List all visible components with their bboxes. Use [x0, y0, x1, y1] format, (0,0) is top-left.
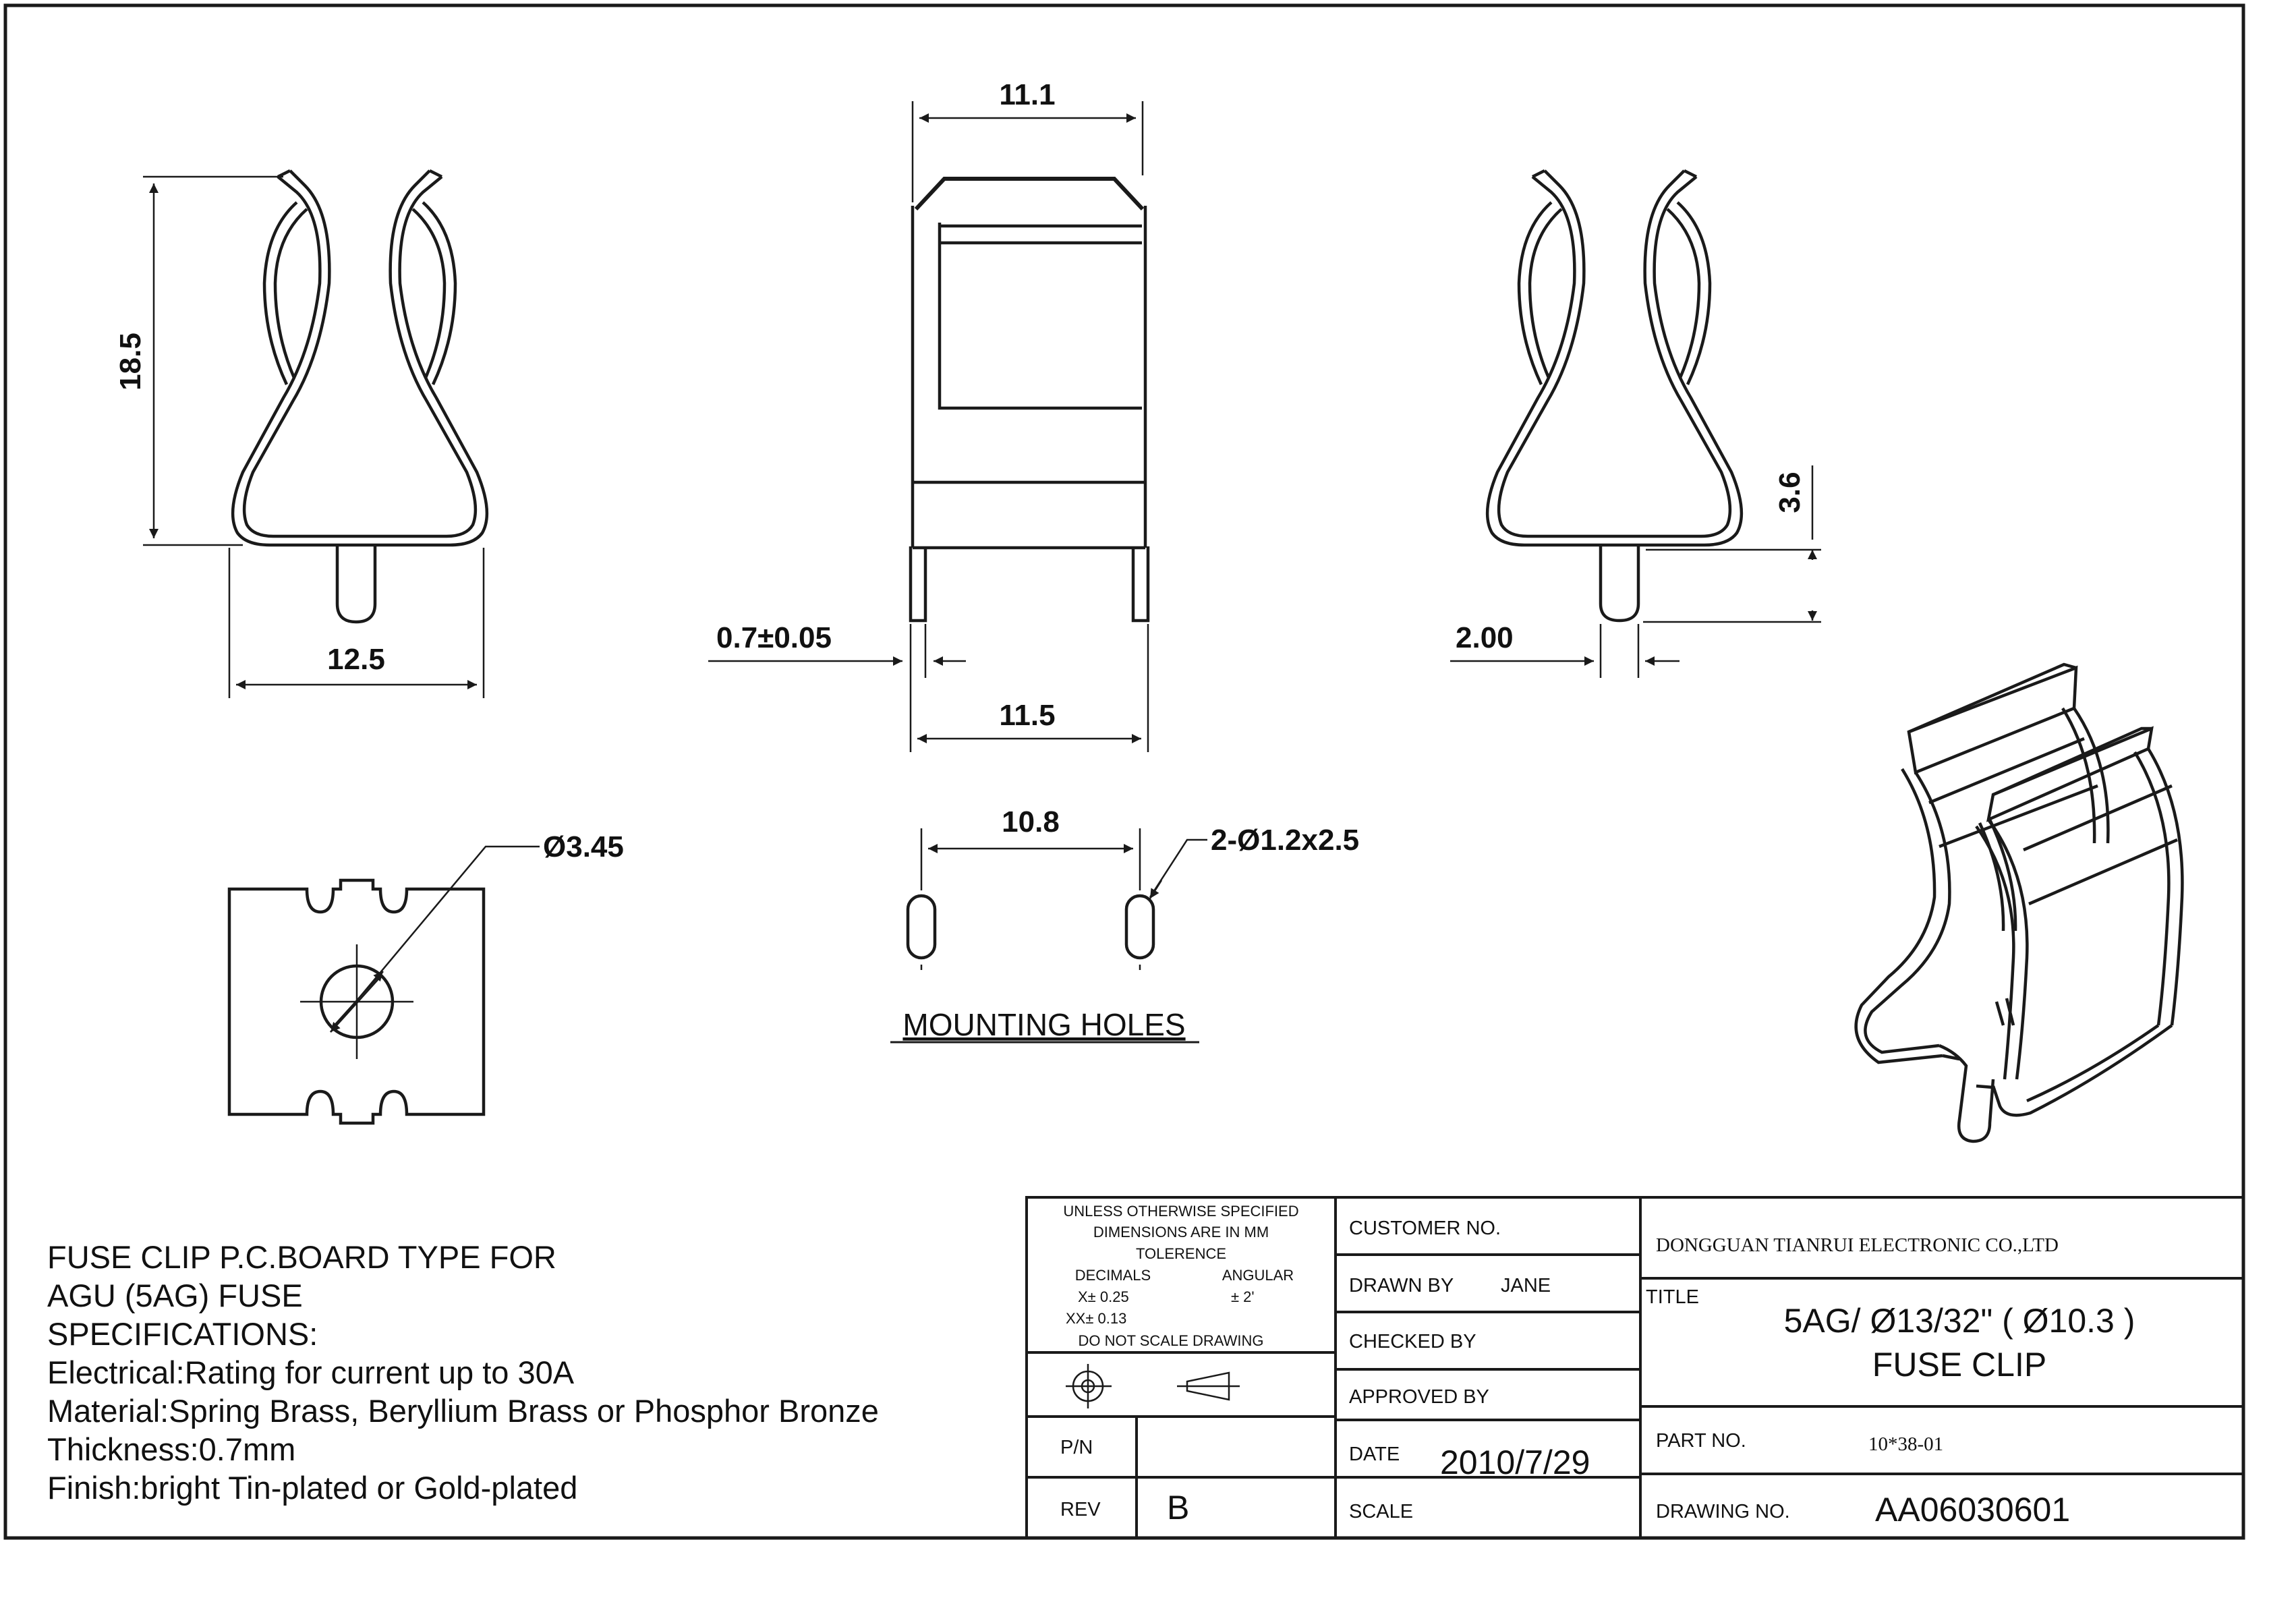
dim-hole-diameter: Ø3.45	[543, 830, 624, 863]
spec-line-3: SPECIFICATIONS:	[47, 1316, 318, 1352]
pn-label: P/N	[1060, 1437, 1093, 1458]
spec-line-6: Thickness:0.7mm	[47, 1431, 295, 1467]
xx-tolerance: XX± 0.13	[1066, 1310, 1126, 1327]
company-name: DONGGUAN TIANRUI ELECTRONIC CO.,LTD	[1656, 1234, 2059, 1256]
specifications: FUSE CLIP P.C.BOARD TYPE FOR AGU (5AG) F…	[47, 1239, 879, 1506]
mounting-holes-dims	[920, 828, 1207, 970]
spec-line-2: AGU (5AG) FUSE	[47, 1278, 303, 1313]
dim-hole-spacing: 10.8	[1002, 805, 1060, 838]
scale-label: SCALE	[1349, 1501, 1413, 1522]
spec-line-1: FUSE CLIP P.C.BOARD TYPE FOR	[47, 1239, 556, 1275]
checked-by-label: CHECKED BY	[1349, 1331, 1476, 1352]
title-line-1: 5AG/ Ø13/32" ( Ø10.3 )	[1784, 1302, 2135, 1340]
isometric-view	[1854, 662, 2184, 1143]
drawn-by-value: JANE	[1501, 1275, 1551, 1296]
date-label: DATE	[1349, 1444, 1400, 1465]
mounting-holes-label: MOUNTING HOLES	[902, 1007, 1185, 1042]
approved-by-label: APPROVED BY	[1349, 1386, 1489, 1408]
mounting-holes	[906, 894, 1155, 960]
end-view	[1485, 169, 1744, 623]
dim-overall-width: 11.5	[999, 699, 1055, 732]
tolerance-note-3: TOLERENCE	[1136, 1245, 1226, 1262]
tolerance-note-2: DIMENSIONS ARE IN MM	[1093, 1224, 1269, 1240]
projection-symbol	[1066, 1364, 1240, 1408]
tolerance-note-1: UNLESS OTHERWISE SPECIFIED	[1063, 1203, 1298, 1220]
title-block	[1025, 1196, 2245, 1539]
customer-label: CUSTOMER NO.	[1349, 1218, 1501, 1239]
dim-front-height: 18.5	[114, 333, 147, 391]
x-tolerance: X± 0.25	[1078, 1288, 1129, 1305]
dim-lead-thickness: 0.7±0.05	[716, 621, 832, 654]
part-no-value: 10*38-01	[1868, 1433, 1943, 1455]
dim-front-width: 12.5	[327, 643, 385, 676]
spec-line-5: Material:Spring Brass, Beryllium Brass o…	[47, 1393, 879, 1429]
dim-side-lead-height: 3.6	[1773, 472, 1806, 513]
drawn-by-label: DRAWN BY	[1349, 1275, 1454, 1296]
bottom-centerlines	[300, 845, 540, 1059]
end-dimension-lines	[1450, 465, 1821, 678]
angular-tolerance: ± 2'	[1231, 1288, 1255, 1305]
spec-line-7: Finish:bright Tin-plated or Gold-plated	[47, 1470, 577, 1506]
front-view	[231, 169, 489, 624]
side-view	[909, 177, 1150, 623]
spec-line-4: Electrical:Rating for current up to 30A	[47, 1354, 575, 1390]
side-dimension-lines	[708, 101, 1149, 752]
dim-top-width: 11.1	[999, 78, 1055, 111]
front-dimension-lines	[143, 175, 485, 698]
rev-value: B	[1167, 1489, 1189, 1526]
drawing-no-label: DRAWING NO.	[1656, 1501, 1790, 1522]
title-line-2: FUSE CLIP	[1872, 1346, 2046, 1383]
dim-side-lead-width: 2.00	[1456, 621, 1514, 654]
title-label: TITLE	[1646, 1286, 1699, 1308]
drawing-no-value: AA06030601	[1875, 1491, 2070, 1529]
date-value: 2010/7/29	[1440, 1444, 1590, 1481]
no-scale-note: DO NOT SCALE DRAWING	[1078, 1332, 1263, 1349]
angular-label: ANGULAR	[1222, 1267, 1294, 1284]
part-no-label: PART NO.	[1656, 1430, 1746, 1452]
dim-slot-callout: 2-Ø1.2x2.5	[1211, 824, 1359, 857]
rev-label: REV	[1060, 1499, 1101, 1520]
decimals-label: DECIMALS	[1075, 1267, 1151, 1284]
